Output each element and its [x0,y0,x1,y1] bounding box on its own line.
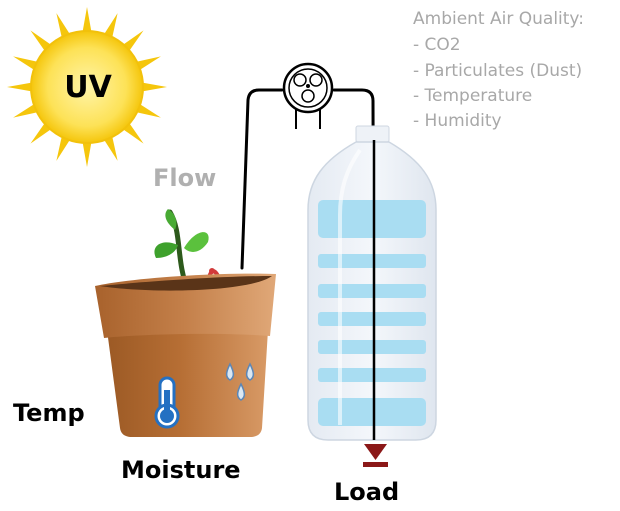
flow-label: Flow [153,164,216,192]
sun-ray [81,136,93,167]
air-quality-title: Ambient Air Quality: [413,9,584,29]
flow-meter-icon [282,62,334,129]
sun-ray [136,81,167,93]
temp-label: Temp [13,399,85,427]
air-quality-item: - Temperature [413,86,532,106]
flow-tube [240,88,376,432]
load-label: Load [334,478,399,506]
water-drops-icon [225,362,255,401]
uv-label: UV [64,70,112,105]
air-quality-item: - Humidity [413,111,502,131]
air-quality-item: - CO2 [413,35,461,55]
sun-ray [7,81,38,93]
moisture-label: Moisture [121,456,241,484]
thermometer-icon [154,376,180,429]
sun-icon [7,7,167,167]
bottle-icon [307,125,437,441]
load-marker-icon [363,444,388,467]
air-quality-item: - Particulates (Dust) [413,61,582,81]
air-quality-list: Ambient Air Quality: - CO2 - Particulate… [413,9,584,131]
plant-pot [95,273,276,437]
sun-ray [81,7,93,38]
